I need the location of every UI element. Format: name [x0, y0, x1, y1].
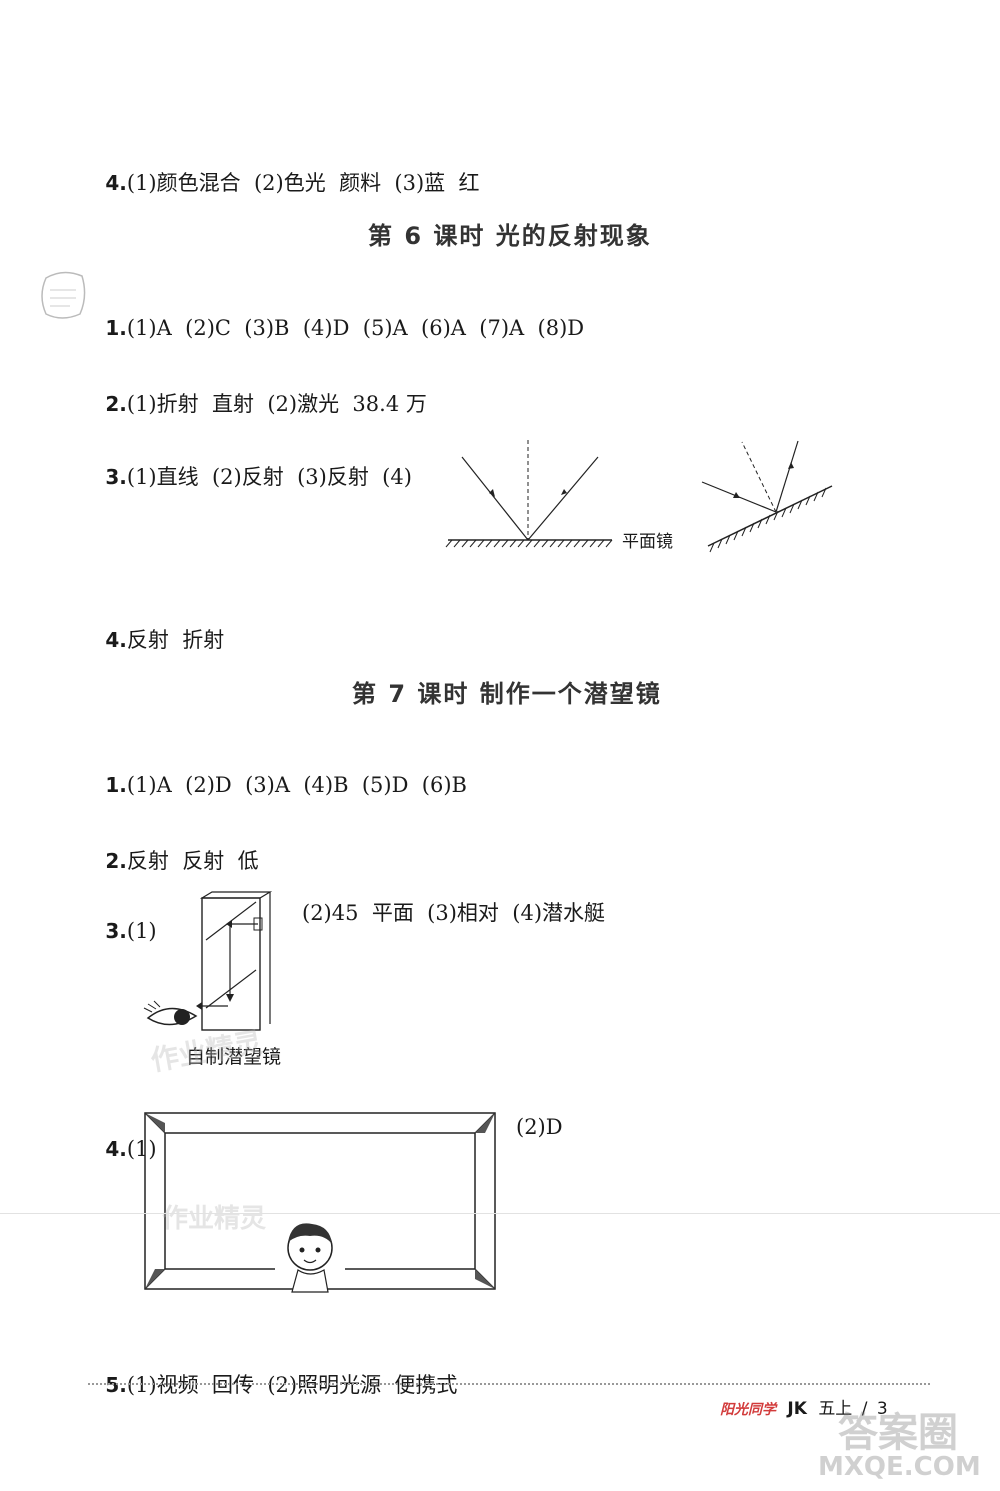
section-title-lesson7: 第 7 课时 制作一个潜望镜 [352, 680, 662, 708]
periscope-diagram [143, 891, 273, 1031]
watermark: MXQE.COM [818, 1452, 981, 1482]
stamp-icon [41, 271, 86, 319]
edition-code: JK [787, 1399, 807, 1419]
separator: / [861, 1399, 868, 1419]
lesson7-q2: 2.反射 反射 低 [92, 821, 259, 875]
brand-logo: 阳光同学 [720, 1402, 776, 1418]
reflection-diagram-flat [445, 440, 613, 548]
question-number: 5. [105, 1373, 127, 1397]
lesson5-q4: 4.(1)颜色混合 (2)色光 颜料 (3)蓝 红 [92, 143, 480, 197]
answer-part1: (1) [126, 1137, 157, 1161]
question-number: 1. [105, 316, 127, 340]
question-number: 4. [105, 1137, 127, 1161]
answer-text: (1)颜色混合 (2)色光 颜料 (3)蓝 红 [126, 171, 480, 195]
divider [0, 1213, 1000, 1214]
question-number: 2. [105, 392, 127, 416]
footer-divider [88, 1383, 930, 1385]
lesson7-q5: 5.(1)视频 回传 (2)照明光源 便携式 [92, 1345, 457, 1399]
lesson6-q3: 3.(1)直线 (2)反射 (3)反射 (4) [92, 437, 412, 491]
reflection-diagram-tilted [701, 440, 833, 553]
answer-text: (1)A (2)C (3)B (4)D (5)A (6)A (7)A (8)D [126, 316, 585, 340]
periscope-caption: 自制潜望镜 [186, 1046, 282, 1068]
section-title-lesson6: 第 6 课时 光的反射现象 [368, 222, 652, 250]
page-footer: 阳光同学 JK 五上 / 3 [720, 1394, 888, 1419]
lesson6-q4: 4.反射 折射 [92, 600, 224, 654]
answer-part1: (1) [126, 919, 157, 943]
answer-text: 反射 反射 低 [126, 849, 259, 873]
answer-text: (1)直线 (2)反射 (3)反射 (4) [126, 465, 412, 489]
page-number: 3 [876, 1399, 888, 1419]
lesson7-q1: 1.(1)A (2)D (3)A (4)B (5)D (6)B [92, 749, 467, 797]
lesson7-q3: 3.(1) [92, 895, 157, 943]
question-number: 1. [105, 773, 127, 797]
lesson7-q3-rest: (2)45 平面 (3)相对 (4)潜水艇 [302, 901, 606, 925]
question-number: 4. [105, 171, 127, 195]
question-number: 3. [105, 465, 127, 489]
watermark: 答案圈 [838, 1410, 958, 1456]
question-number: 3. [105, 919, 127, 943]
question-number: 4. [105, 628, 127, 652]
answer-text: (1)A (2)D (3)A (4)B (5)D (6)B [126, 773, 467, 797]
mirror-label: 平面镜 [622, 532, 673, 552]
lesson6-q1: 1.(1)A (2)C (3)B (4)D (5)A (6)A (7)A (8)… [92, 292, 584, 340]
lesson6-q2: 2.(1)折射 直射 (2)激光 38.4 万 [92, 364, 427, 418]
grade-label: 五上 [818, 1399, 853, 1419]
answer-text: (1)折射 直射 (2)激光 38.4 万 [126, 392, 427, 416]
answer-text: 反射 折射 [126, 628, 225, 652]
lesson7-q4-part2: (2)D [516, 1115, 563, 1139]
lesson7-q4: 4.(1) [92, 1113, 157, 1161]
watermark: 作业精灵 [162, 1204, 267, 1234]
question-number: 2. [105, 849, 127, 873]
answer-text: (1)视频 回传 (2)照明光源 便携式 [126, 1373, 458, 1397]
frame-diagram [144, 1112, 496, 1293]
